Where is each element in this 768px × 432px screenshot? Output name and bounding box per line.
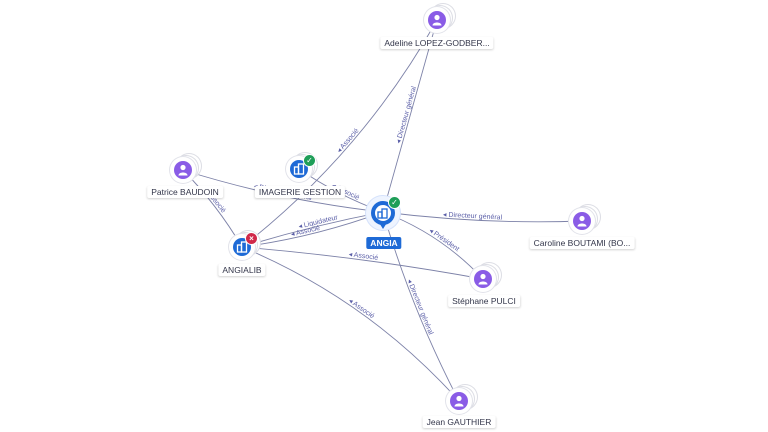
edge-jean-center <box>382 211 460 402</box>
edge-adeline-angialib <box>241 19 438 248</box>
center-label[interactable]: ANGIA <box>366 237 402 249</box>
person-avatar[interactable] <box>424 7 450 33</box>
person-icon <box>474 270 492 288</box>
edge-label: ◂ Directeur général <box>395 85 418 144</box>
edge-label: ◂ Directeur général <box>405 278 434 336</box>
node-label[interactable]: Patrice BAUDOIN <box>147 186 223 198</box>
person-icon <box>428 11 446 29</box>
closed-status-icon: × <box>245 232 258 245</box>
person-avatar[interactable] <box>569 208 595 234</box>
edge-label: ◂ Directeur général <box>443 211 503 221</box>
edge-label: ◂ Président <box>428 227 461 253</box>
edge-label: ◂ Associé <box>348 251 378 262</box>
person-avatar[interactable] <box>170 157 196 183</box>
edge-label: ◂ Associé <box>336 127 361 154</box>
node-label[interactable]: Jean GAUTHIER <box>422 416 496 428</box>
active-status-icon: ✓ <box>303 154 316 167</box>
person-avatar[interactable] <box>446 388 472 414</box>
edge-stephane-angialib <box>241 246 484 280</box>
node-label[interactable]: ANGIALIB <box>218 264 266 276</box>
node-label[interactable]: Stéphane PULCI <box>448 295 520 307</box>
node-label[interactable]: Adeline LOPEZ-GODBER... <box>380 37 494 49</box>
center-marker[interactable] <box>371 201 395 229</box>
edge-label: ◂ Associé <box>347 297 375 320</box>
edge-patrice-angialib <box>182 169 243 248</box>
person-icon <box>174 161 192 179</box>
edge-jean-angialib <box>241 246 460 402</box>
node-label[interactable]: Caroline BOUTAMI (BO... <box>529 237 635 249</box>
person-avatar[interactable] <box>470 266 496 292</box>
node-label[interactable]: IMAGERIE GESTION <box>254 186 346 198</box>
person-icon <box>450 392 468 410</box>
active-status-icon: ✓ <box>388 196 401 209</box>
edge-caroline-center <box>382 211 583 223</box>
building-icon <box>375 205 391 221</box>
person-icon <box>573 212 591 230</box>
